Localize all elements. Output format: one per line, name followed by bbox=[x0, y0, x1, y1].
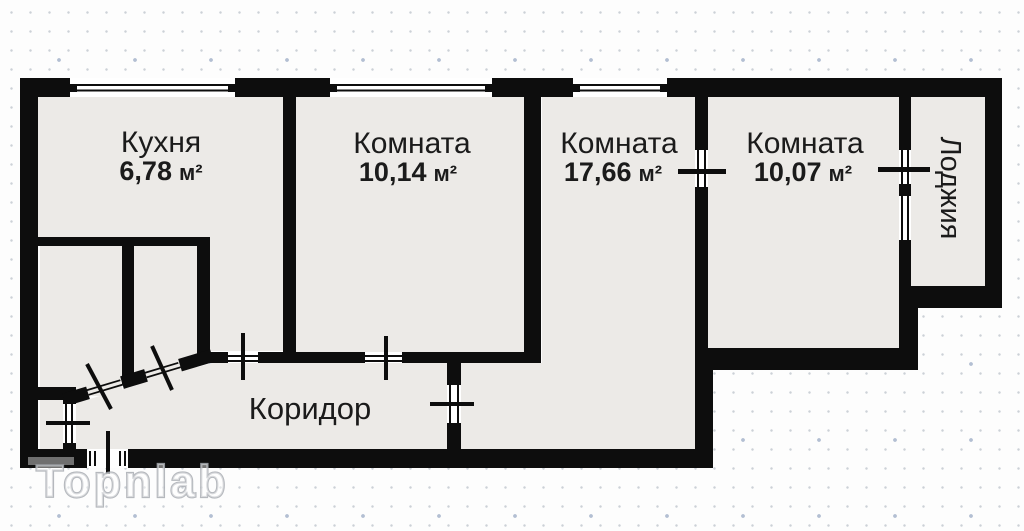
wall-left bbox=[20, 78, 38, 468]
window-room-1766 bbox=[573, 78, 667, 97]
window-1766-1007 bbox=[678, 150, 726, 187]
room-fill-room-1014 bbox=[296, 97, 524, 352]
windows-top bbox=[70, 78, 667, 97]
label-loggia: Лоджия bbox=[934, 137, 966, 240]
room-fill-kitchen bbox=[38, 97, 283, 351]
wall-diagonal bbox=[62, 349, 214, 407]
label-room-1014: Комната bbox=[353, 127, 471, 160]
room-fill-bathroom bbox=[40, 246, 122, 396]
wall-bottom bbox=[20, 449, 713, 468]
room-fill-room-1007 bbox=[708, 97, 899, 348]
door-bathroom bbox=[85, 363, 123, 410]
room-fills bbox=[38, 97, 985, 449]
label-kitchen: Кухня bbox=[121, 126, 201, 159]
door-vestibule bbox=[46, 404, 90, 443]
door-entrance bbox=[87, 431, 128, 474]
window-kitchen bbox=[70, 78, 235, 97]
window-room-1014 bbox=[330, 78, 492, 97]
room-fill-loggia bbox=[911, 97, 985, 286]
room-fill-room-1766 bbox=[461, 97, 695, 449]
door-room-1014 bbox=[365, 336, 402, 380]
door-kitchen bbox=[228, 333, 258, 380]
label-room-1007: Комната bbox=[746, 127, 864, 160]
window-loggia bbox=[878, 150, 930, 240]
wall-right bbox=[985, 78, 1002, 308]
door-room-1766 bbox=[430, 385, 474, 423]
label-room-1766: Комната bbox=[560, 127, 678, 160]
door-wc bbox=[144, 345, 181, 391]
watermark: Topnlab bbox=[36, 456, 229, 507]
entry-threshold-bar bbox=[28, 457, 74, 465]
label-corridor: Коридор bbox=[249, 391, 371, 426]
